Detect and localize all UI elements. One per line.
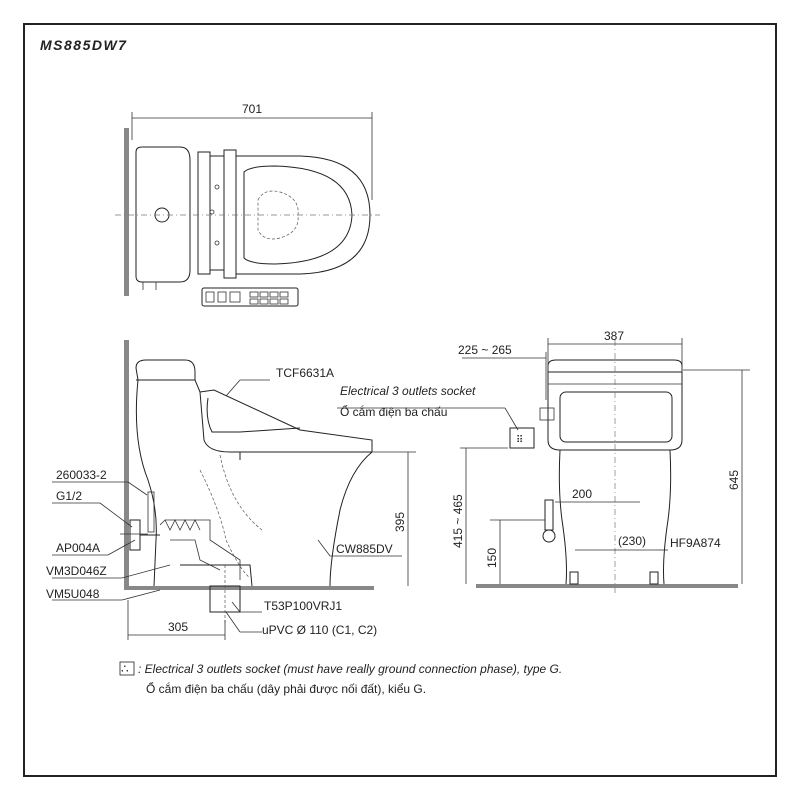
side-floor [124,586,374,590]
svg-text:⠿: ⠿ [516,435,523,446]
socket-symbol-box [119,661,135,676]
top-view: 701 [115,102,380,307]
dim-415-465: 415 ~ 465 [451,494,465,548]
front-view: ⠿ [460,338,750,595]
front-floor [476,584,738,588]
dim-150: 150 [485,548,499,568]
dim-305: 305 [168,620,188,634]
dim-395: 395 [393,512,407,532]
side-view [52,340,519,640]
dim-230: (230) [618,534,646,548]
remote-control [201,287,299,307]
dim-387: 387 [604,329,624,343]
dim-225-265: 225 ~ 265 [458,343,512,357]
socket-box [509,427,535,449]
side-wall [124,340,129,590]
footnote-line-1: : Electrical 3 outlets socket (must have… [138,662,562,676]
label-hf9a874: HF9A874 [670,536,721,550]
label-vm5u: VM5U048 [46,587,100,601]
dim-200: 200 [572,487,592,501]
label-ap004a: AP004A [56,541,100,555]
dim-701: 701 [242,102,262,116]
label-upvc: uPVC Ø 110 (C1, C2) [262,623,377,637]
label-g12: G1/2 [56,489,82,503]
model-title: MS885DW7 [40,37,127,53]
label-socket-en: Electrical 3 outlets socket [340,384,476,398]
label-t53: T53P100VRJ1 [264,599,342,613]
footnote-line-2: Ổ cắm điện ba chấu (dây phải được nối đấ… [146,681,426,696]
label-cw885dv: CW885DV [336,542,393,556]
dim-645: 645 [727,470,741,490]
socket-symbol: ∴ [121,662,129,676]
label-tcf: TCF6631A [276,366,334,380]
outer-border [23,23,777,777]
label-socket-vi: Ổ cắm điện ba chấu [340,404,447,419]
label-vm3d: VM3D046Z [46,564,107,578]
top-wall [124,128,129,296]
label-260033: 260033-2 [56,468,107,482]
